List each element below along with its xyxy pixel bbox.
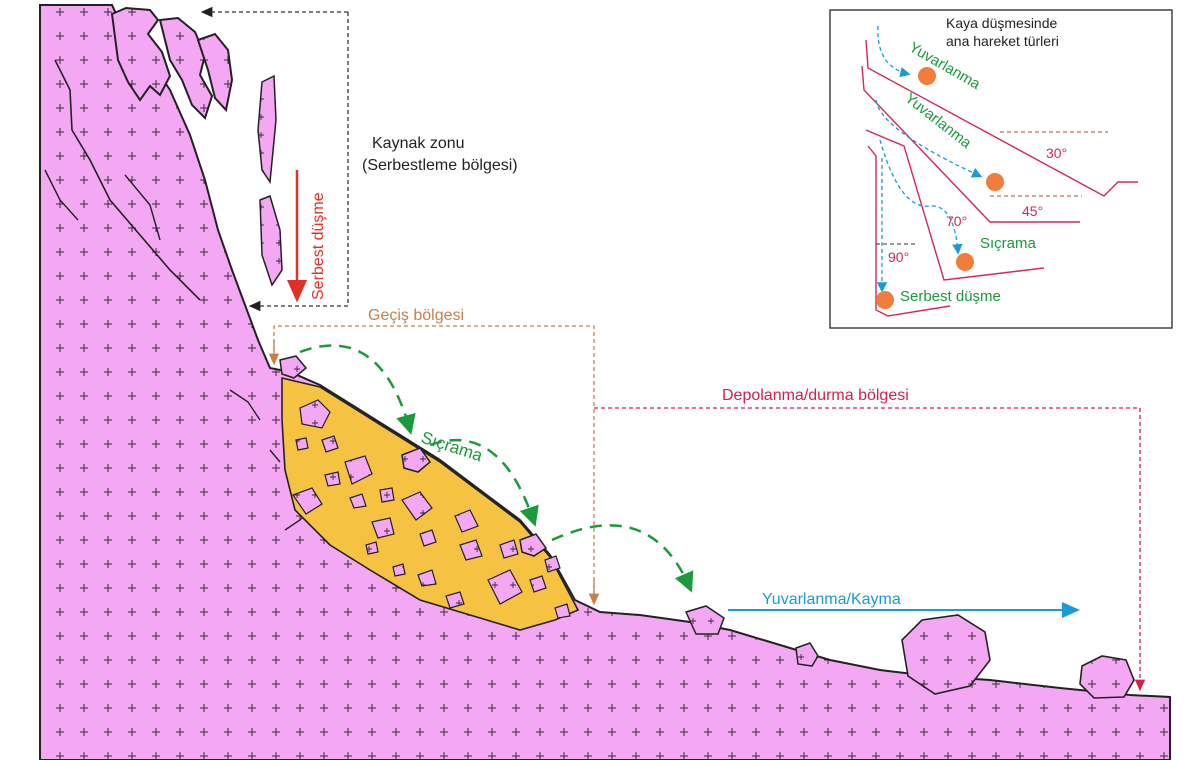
free-fall-label-inset: Serbest düşme [900,288,1001,305]
falling-rock [260,196,282,285]
slope-70-angle: 70° [946,213,967,229]
inset-title: Kaya düşmesinde [946,15,1058,31]
bounce-trajectory [552,525,690,588]
slope-30-angle: 30° [1046,145,1067,161]
slope-45-angle: 45° [1022,203,1043,219]
falling-rock [258,76,276,182]
boulder [796,643,818,666]
rolling-label: Yuvarlanma/Kayma [762,591,901,608]
boulder [280,356,306,378]
bouncing-label-inset: Sıçrama [980,235,1037,252]
slope-90-angle: 90° [888,249,909,265]
deposition-zone-label: Depolanma/durma bölgesi [722,387,909,404]
free-fall-label: Serbest düşme [310,192,327,300]
ball-rolling-2 [986,173,1004,191]
ball-free-fall [876,291,894,309]
inset-subtitle: ana hareket türleri [946,33,1059,49]
ball-bouncing [956,253,974,271]
ball-rolling-1 [918,67,936,85]
boulder [1080,656,1134,698]
source-zone-sublabel: (Serbestleme bölgesi) [362,157,518,174]
inset-panel: Kaya düşmesinde ana hareket türleri 30° … [830,10,1172,328]
transition-zone-label: Geçiş bölgesi [368,307,464,324]
source-zone-label: Kaynak zonu [372,135,465,152]
